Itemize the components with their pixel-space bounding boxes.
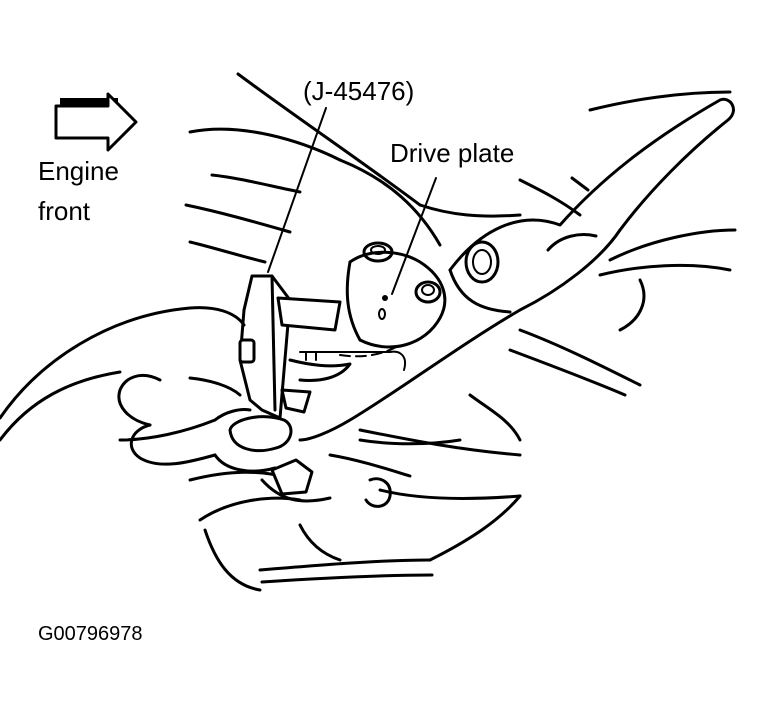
- drive-plate: [345, 241, 447, 349]
- figure-id: G00796978: [38, 623, 143, 645]
- leader-lines: [267, 107, 437, 295]
- tool-j45476: [238, 274, 406, 420]
- drive-plate-label: Drive plate: [390, 138, 514, 168]
- tool-leader: [267, 107, 327, 273]
- hand: [0, 306, 302, 592]
- tool-label: (J-45476): [303, 76, 414, 106]
- engine-front-label-line2: front: [38, 196, 91, 226]
- lower-components: [258, 438, 522, 584]
- engine-front-arrow-icon: [54, 92, 138, 152]
- frame-member: [298, 97, 737, 457]
- drive-plate-leader: [391, 177, 437, 295]
- engine-front-label-line1: Engine: [38, 156, 119, 186]
- engine-outline: [184, 72, 732, 264]
